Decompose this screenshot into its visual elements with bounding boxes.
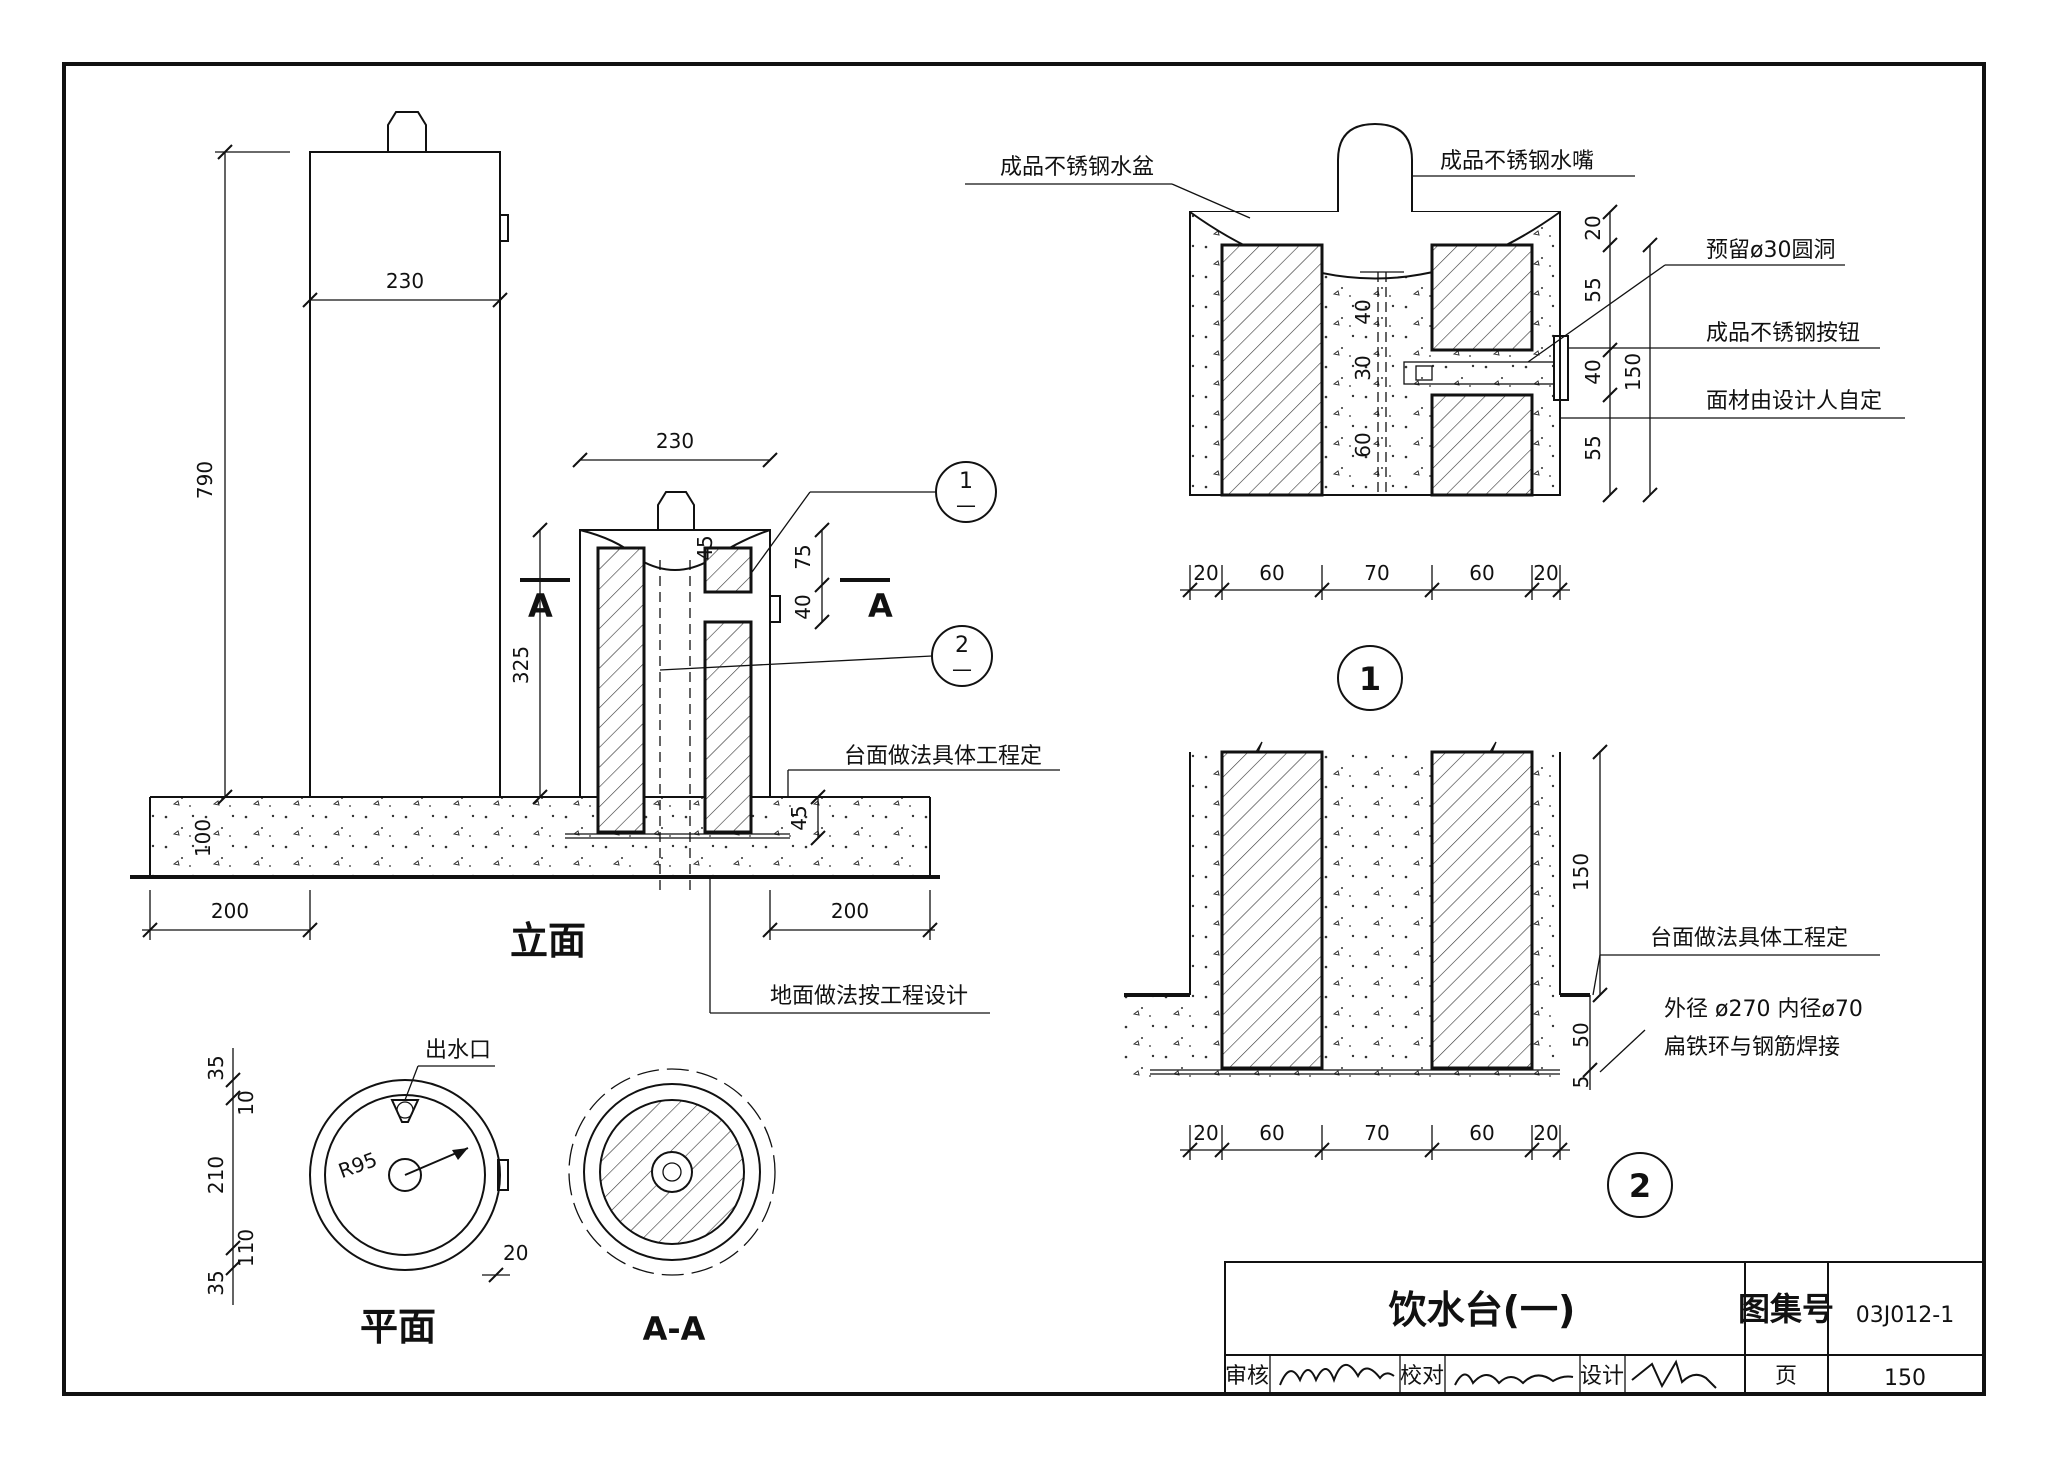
d1-dim-40: 40 — [1581, 359, 1605, 384]
plan-dim-35-top: 35 — [204, 1055, 228, 1080]
callout-1-sub: — — [956, 493, 976, 517]
detail-1: 成品不锈钢水盆 成品不锈钢水嘴 预留ø30圆洞 成品不锈钢按钮 面材由设计人自定… — [965, 122, 1905, 711]
label-counter-elev: 台面做法具体工程定 — [844, 744, 1042, 769]
review-signature — [1279, 1364, 1395, 1386]
label-ring-2: 扁铁环与钢筋焊接 — [1664, 1035, 1840, 1060]
caption-aa: A-A — [643, 1310, 706, 1348]
check-signature — [1454, 1373, 1574, 1386]
label-counter-d2: 台面做法具体工程定 — [1650, 926, 1848, 951]
d2-hdim-2: 70 — [1364, 1121, 1389, 1145]
d1-inner-40: 40 — [1351, 299, 1375, 324]
d1-dim-150: 150 — [1621, 353, 1645, 391]
dim-75: 75 — [791, 544, 815, 569]
dim-45-base: 45 — [787, 805, 811, 830]
plan-dim-35-bot: 35 — [204, 1270, 228, 1295]
plan-dim-20: 20 — [503, 1241, 528, 1265]
atlas-number: 03J012-1 — [1856, 1303, 1954, 1328]
label-finish: 面材由设计人自定 — [1706, 389, 1882, 414]
d1-hdim-3: 60 — [1469, 561, 1494, 585]
d2-horizontal-dims: 20 60 70 60 20 — [1182, 1121, 1568, 1160]
caption-plan: 平面 — [360, 1305, 436, 1349]
detail-2-number: 2 — [1629, 1167, 1651, 1205]
label-button: 成品不锈钢按钮 — [1706, 321, 1860, 346]
d1-hdim-2: 70 — [1364, 561, 1389, 585]
label-outlet: 出水口 — [425, 1038, 491, 1063]
callout-1-number: 1 — [959, 469, 973, 494]
d1-hdim-1: 60 — [1259, 561, 1284, 585]
plan-radius: R95 — [335, 1147, 380, 1183]
check-label: 校对 — [1400, 1364, 1444, 1389]
detail-1-marker — [1337, 645, 1403, 711]
d1-dim-20: 20 — [1581, 215, 1605, 240]
d1-hdim-0: 20 — [1193, 561, 1218, 585]
label-basin: 成品不锈钢水盆 — [1000, 155, 1154, 180]
plan-dim-10: 10 — [234, 1090, 258, 1115]
dim-45-top: 45 — [693, 535, 717, 560]
dim-790: 790 — [193, 461, 217, 499]
drawing-title: 饮水台(一) — [1389, 1288, 1576, 1332]
section-mark-left: A — [528, 587, 553, 625]
dim-200-left: 200 — [211, 899, 249, 923]
callout-2-number: 2 — [955, 633, 969, 658]
page-label: 页 — [1775, 1364, 1797, 1389]
d2-hdim-4: 20 — [1533, 1121, 1558, 1145]
dim-40: 40 — [791, 594, 815, 619]
dim-200-right: 200 — [831, 899, 869, 923]
d1-hdim-4: 20 — [1533, 561, 1558, 585]
d1-dim-55b: 55 — [1581, 435, 1605, 460]
title-block: 饮水台(一) 图集号 03J012-1 审核 校对 设计 页 150 — [1224, 1261, 1985, 1395]
detail-1-number: 1 — [1359, 660, 1381, 698]
atlas-label: 图集号 — [1738, 1290, 1834, 1328]
section-mark-right: A — [868, 587, 893, 625]
design-label: 设计 — [1580, 1364, 1624, 1389]
d2-dim-150: 150 — [1569, 853, 1593, 891]
d2-hdim-0: 20 — [1193, 1121, 1218, 1145]
detail-2: 150 50 5 台面做法具体工程定 外径 ø270 内径ø70 扁铁环与钢筋焊… — [1124, 741, 1880, 1218]
elevation-view: 790 230 230 325 45 75 40 45 100 200 — [130, 111, 1060, 1014]
callout-2-sub: — — [952, 657, 972, 681]
d2-hdim-1: 60 — [1259, 1121, 1284, 1145]
label-floor: 地面做法按工程设计 — [770, 984, 968, 1009]
label-faucet: 成品不锈钢水嘴 — [1440, 149, 1594, 174]
label-ring-1: 外径 ø270 内径ø70 — [1664, 997, 1863, 1022]
design-signature — [1631, 1359, 1717, 1389]
caption-elevation: 立面 — [510, 919, 586, 963]
review-label: 审核 — [1225, 1364, 1269, 1389]
d2-dim-50: 50 — [1569, 1022, 1593, 1047]
d1-inner-60: 60 — [1351, 432, 1375, 457]
d1-horizontal-dims: 20 60 70 60 20 — [1182, 561, 1568, 600]
detail-2-marker — [1607, 1152, 1673, 1218]
section-aa-view: A-A — [568, 1068, 776, 1348]
page-number: 150 — [1884, 1366, 1926, 1391]
d1-dim-55a: 55 — [1581, 277, 1605, 302]
sheet-border — [62, 62, 1986, 1396]
dim-100: 100 — [191, 819, 215, 857]
d2-hdim-3: 60 — [1469, 1121, 1494, 1145]
dim-230-left: 230 — [386, 269, 424, 293]
plan-dim-110: 110 — [234, 1229, 258, 1267]
dim-325: 325 — [509, 646, 533, 684]
d1-inner-30: 30 — [1351, 355, 1375, 380]
label-hole: 预留ø30圆洞 — [1706, 238, 1835, 263]
plan-view: R95 出水口 35 10 210 110 35 20 平面 — [204, 1038, 528, 1349]
d2-dim-5: 5 — [1569, 1076, 1593, 1089]
dim-230-right: 230 — [656, 429, 694, 453]
plan-dim-210: 210 — [204, 1156, 228, 1194]
